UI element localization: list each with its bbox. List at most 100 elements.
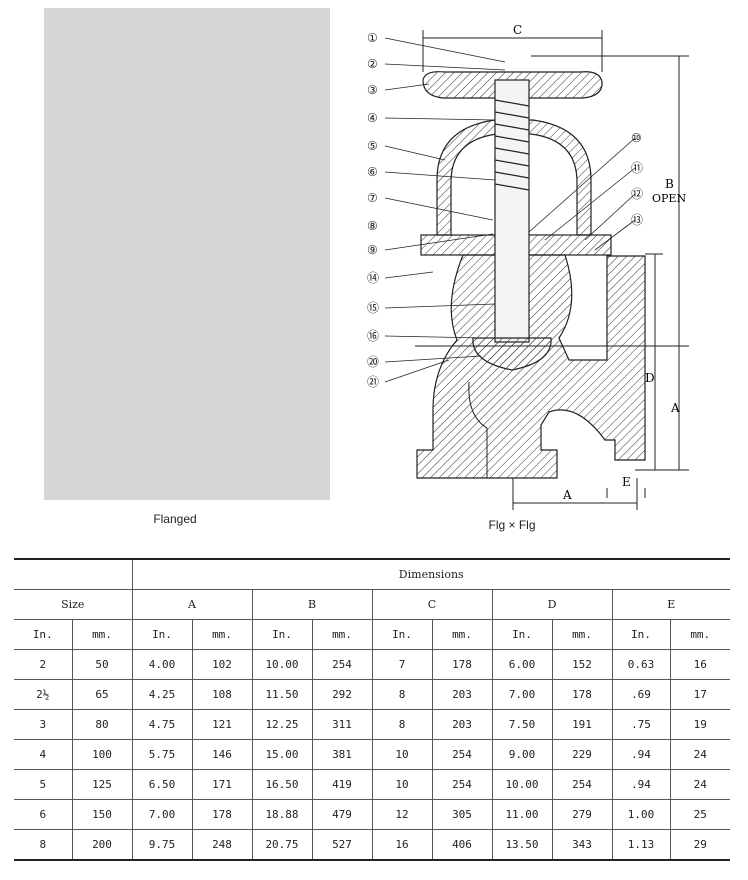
stem: [494, 79, 530, 343]
table-cell: 16.50: [251, 769, 312, 800]
table-cell: 12.25: [251, 709, 312, 740]
table-cell: 7.00: [131, 799, 192, 830]
table-cell: 8: [371, 709, 432, 740]
callout-14: ⑭: [367, 271, 379, 285]
group-header-c: C: [371, 589, 492, 620]
unit-mm: mm.: [71, 619, 132, 650]
table-cell: 178: [431, 649, 492, 680]
callout-6: ⑥: [367, 165, 378, 179]
table-cell: 0.63: [611, 649, 670, 680]
callout-11: ⑪: [631, 161, 643, 175]
table-cell: 406: [431, 829, 492, 861]
table-cell: 19: [669, 709, 730, 740]
dimensions-header: Dimensions: [131, 558, 730, 590]
table-cell: 50: [71, 649, 132, 680]
table-cell: 29: [669, 829, 730, 861]
table-cell: 8: [14, 829, 72, 861]
photo-caption: Flanged: [153, 512, 197, 526]
unit-in: In.: [491, 619, 552, 650]
callout-15: ⑮: [367, 301, 379, 315]
table-cell: 279: [551, 799, 612, 830]
valve-section-drawing: C B OPEN D A A E ① ②: [345, 20, 740, 540]
table-cell: 191: [551, 709, 612, 740]
table-cell: 10.00: [251, 649, 312, 680]
table-cell: 229: [551, 739, 612, 770]
drawing-caption: Flg × Flg: [488, 518, 536, 532]
table-cell: 254: [311, 649, 372, 680]
unit-mm: mm.: [431, 619, 492, 650]
table-cell: 65: [71, 679, 132, 710]
table-cell: 15.00: [251, 739, 312, 770]
table-cell: 6.00: [491, 649, 552, 680]
table-cell: 9.00: [491, 739, 552, 770]
callout-12: ⑫: [631, 187, 643, 201]
table-cell: 171: [191, 769, 252, 800]
dim-label-a-bottom: A: [562, 488, 572, 502]
table-cell: 121: [191, 709, 252, 740]
table-cell: 150: [71, 799, 132, 830]
table-cell: 108: [191, 679, 252, 710]
table-cell: 343: [551, 829, 612, 861]
table-cell: 381: [311, 739, 372, 770]
table-cell: 1.00: [611, 799, 670, 830]
size-header: Size: [14, 589, 132, 620]
callout-1: ①: [367, 31, 378, 45]
unit-in: In.: [251, 619, 312, 650]
table-cell: 178: [551, 679, 612, 710]
table-cell: 100: [71, 739, 132, 770]
callout-20: ⑳: [367, 355, 379, 369]
unit-mm: mm.: [669, 619, 730, 650]
table-corner-cell: [14, 558, 132, 590]
valve-photo-placeholder: [44, 8, 330, 500]
dim-label-c: C: [513, 23, 522, 37]
callout-4: ④: [367, 111, 378, 125]
unit-mm: mm.: [191, 619, 252, 650]
table-cell: 4: [14, 739, 72, 770]
table-cell: 9.75: [131, 829, 192, 861]
callout-9: ⑨: [367, 243, 378, 257]
callout-5: ⑤: [367, 139, 378, 153]
table-cell: 17: [669, 679, 730, 710]
table-cell: 8: [371, 679, 432, 710]
table-cell: 10: [371, 739, 432, 770]
table-cell: .69: [611, 679, 670, 710]
table-cell: 6.50: [131, 769, 192, 800]
callout-8: ⑧: [367, 219, 378, 233]
table-cell: 10: [371, 769, 432, 800]
table-cell: 4.00: [131, 649, 192, 680]
table-cell: 16: [371, 829, 432, 861]
callout-21: ㉑: [367, 375, 379, 389]
table-cell: 305: [431, 799, 492, 830]
table-cell: 527: [311, 829, 372, 861]
table-cell: 7: [371, 649, 432, 680]
dim-label-b: B: [665, 177, 674, 191]
unit-mm: mm.: [311, 619, 372, 650]
table-cell: 203: [431, 679, 492, 710]
table-cell: 254: [551, 769, 612, 800]
callout-16: ⑯: [367, 329, 379, 343]
callout-3: ③: [367, 83, 378, 97]
table-cell: 24: [669, 769, 730, 800]
callout-7: ⑦: [367, 191, 378, 205]
unit-in: In.: [611, 619, 670, 650]
group-header-e: E: [611, 589, 730, 620]
dim-label-d: D: [645, 371, 655, 385]
group-header-d: D: [491, 589, 612, 620]
table-cell: 3: [14, 709, 72, 740]
table-cell: .94: [611, 769, 670, 800]
group-header-b: B: [251, 589, 372, 620]
table-cell: 13.50: [491, 829, 552, 861]
table-cell: 5: [14, 769, 72, 800]
callout-2: ②: [367, 57, 378, 71]
unit-in: In.: [131, 619, 192, 650]
table-cell: 479: [311, 799, 372, 830]
table-cell: 7.00: [491, 679, 552, 710]
dim-label-a-right: A: [670, 401, 680, 415]
table-cell: 200: [71, 829, 132, 861]
dimensions-table: Dimensions Size A B C D E In. mm. In. mm…: [14, 558, 730, 861]
table-cell: 10.00: [491, 769, 552, 800]
